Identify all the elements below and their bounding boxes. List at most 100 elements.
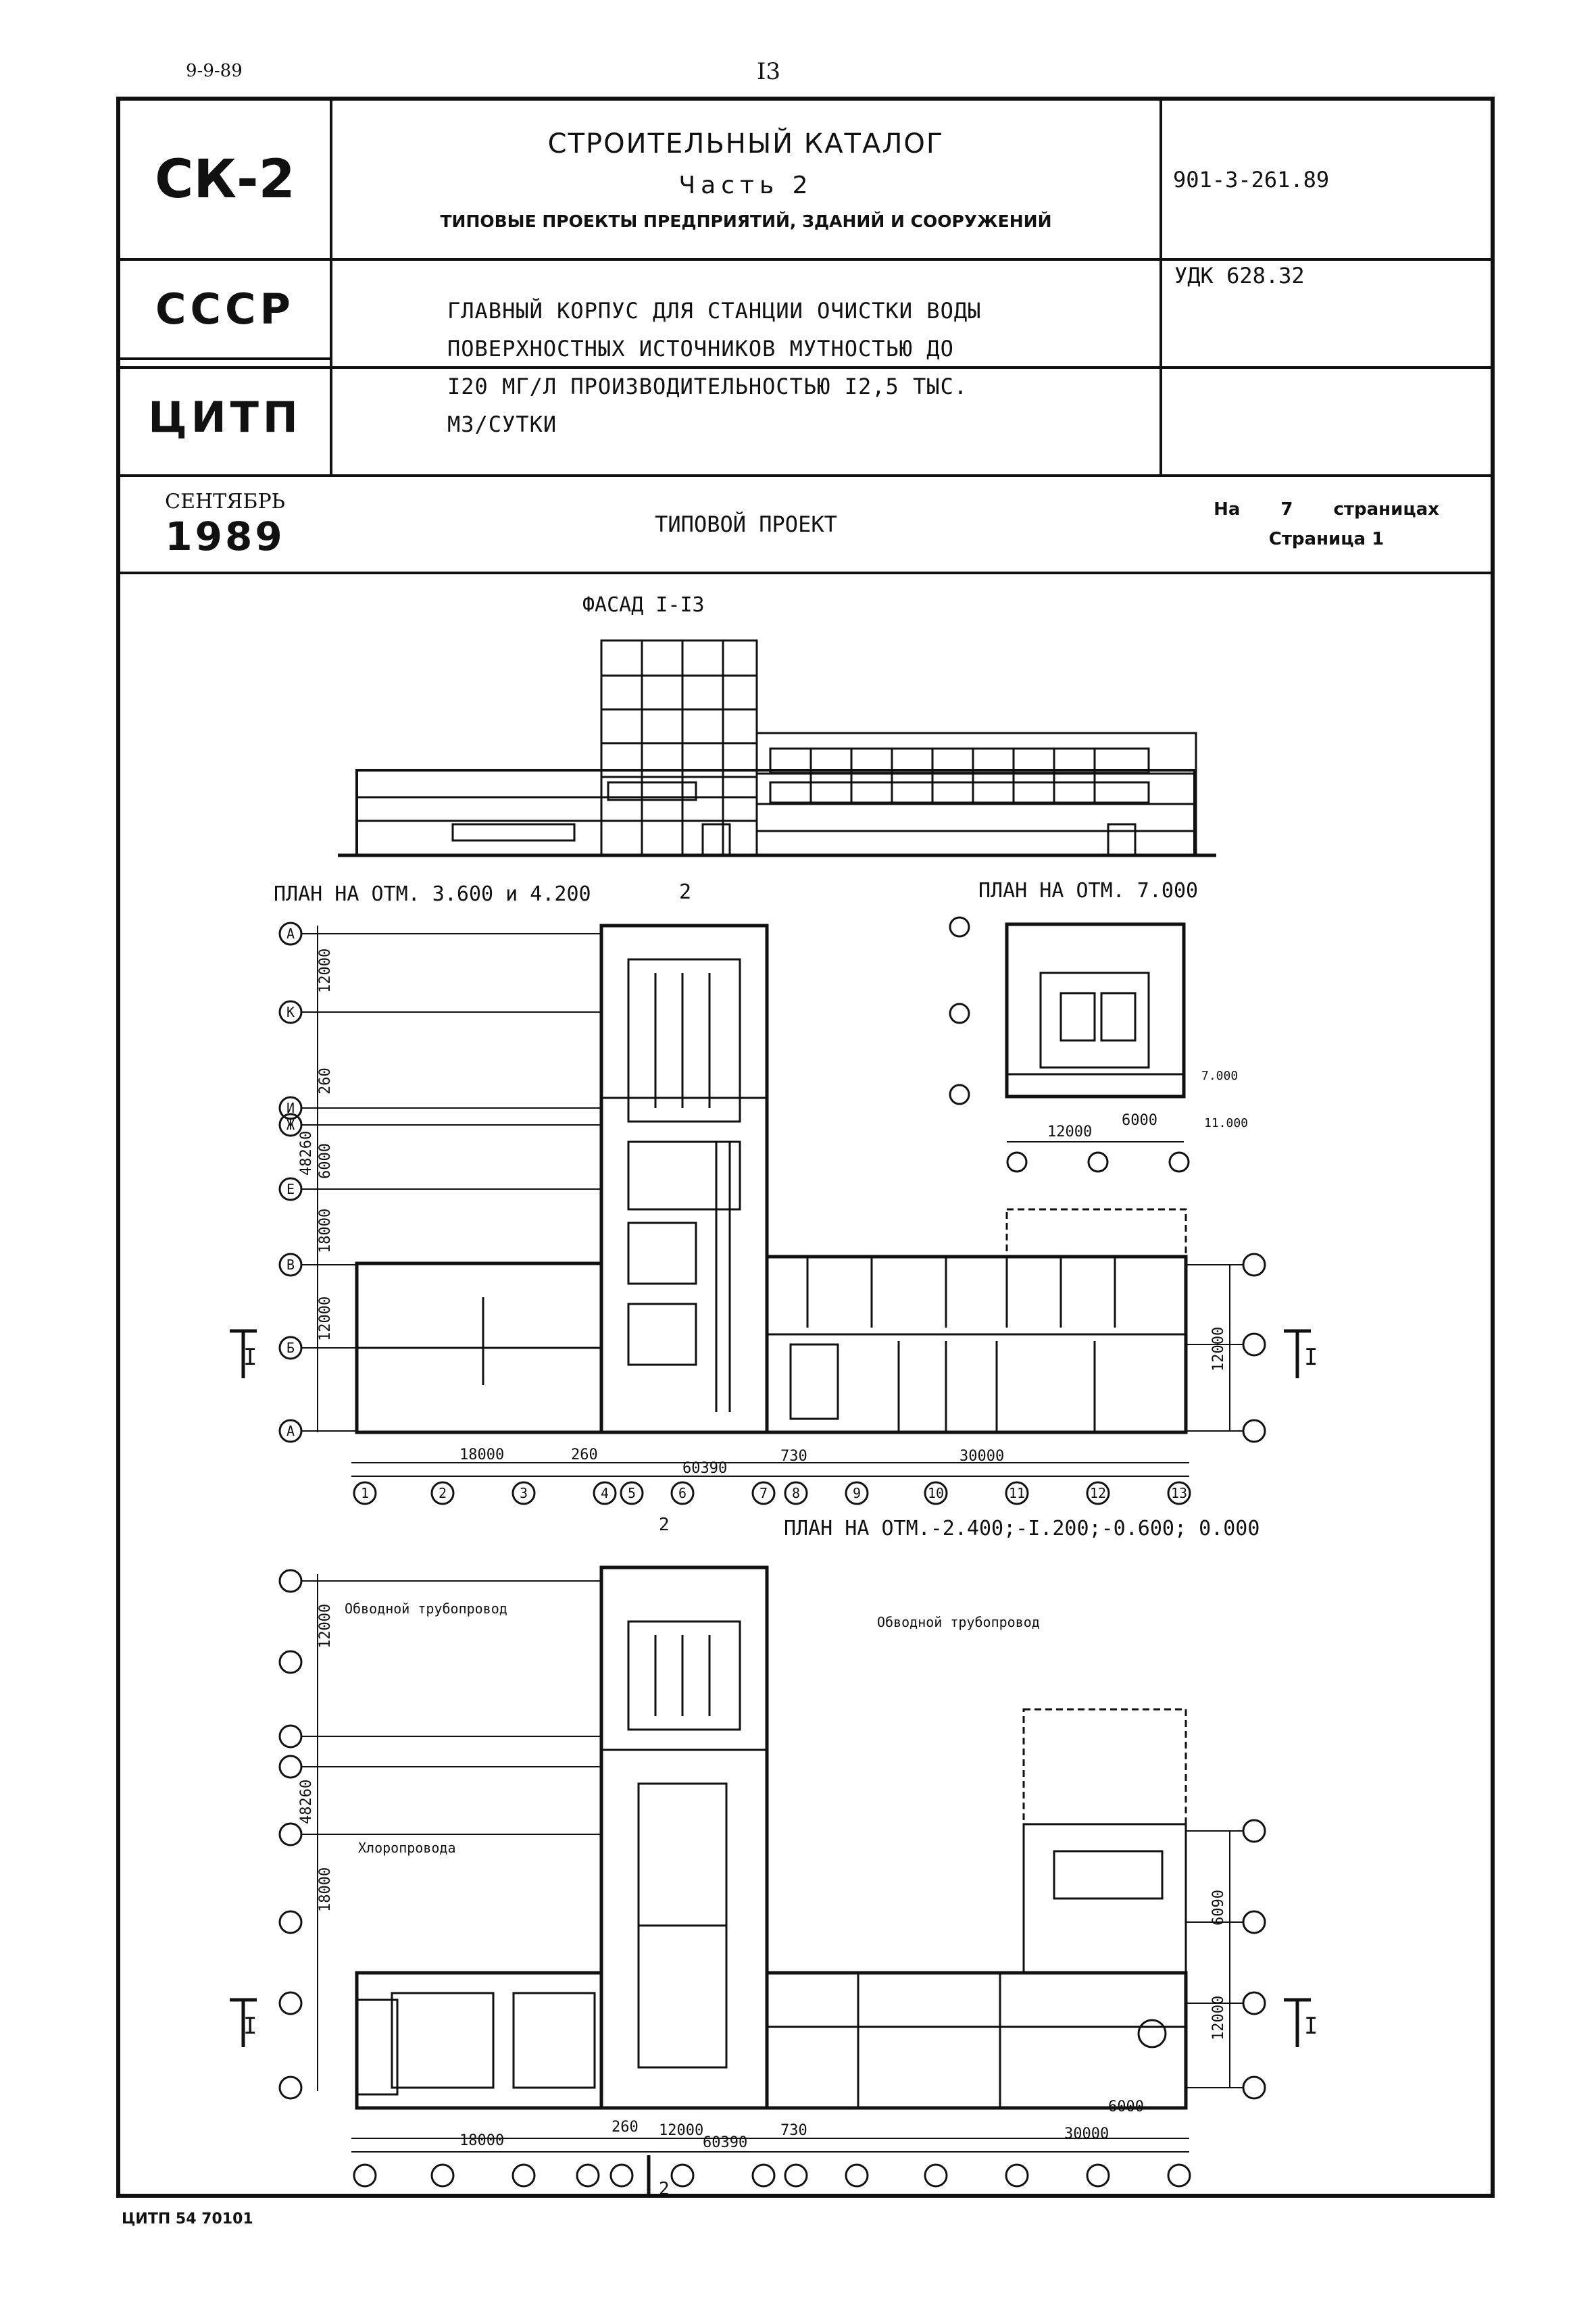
axis-rows-plan-3 (278, 1569, 1266, 2100)
facade-drawing (338, 639, 1216, 857)
page-label: Страница 1 (1268, 529, 1385, 549)
dim-730-lower: 730 (780, 2122, 807, 2139)
axis-label: 12 (1090, 1485, 1106, 1501)
dim-60390-lower: 60390 (703, 2134, 747, 2151)
pages-cell: На 7 страницах Страница 1 (1162, 477, 1491, 572)
axis-label: 3 (520, 1485, 528, 1501)
bypass-right-label: Обводной трубопровод (877, 1614, 1040, 1630)
elev-7000: 7.000 (1201, 1069, 1238, 1083)
axis-label: 4 (601, 1485, 609, 1501)
axis-label: 10 (928, 1485, 944, 1501)
udk: УДК 628.32 (1174, 263, 1305, 288)
footer-code: ЦИТП 54 70101 (122, 2211, 253, 2228)
project-title-line-3: I20 МГ/Л ПРОИЗВОДИТЕЛЬНОСТЬЮ I2,5 ТЫС. (447, 374, 968, 399)
dim-12000-v2: 12000 (317, 1297, 334, 1341)
plan-3-drawing (355, 1565, 1188, 2110)
dim-12000-v-lower: 12000 (317, 1604, 334, 1649)
dim-260-lower: 260 (612, 2119, 639, 2136)
axis-label: 11 (1009, 1485, 1025, 1501)
annotation-texts: Обводной трубопровод Обводной трубопрово… (345, 1601, 1040, 1856)
cut-mark-left-lower: I (243, 2013, 257, 2040)
catalog-logo: СК-2 (155, 149, 295, 210)
dim-12000-v: 12000 (317, 949, 334, 993)
dim-12000-lower: 12000 (659, 2122, 703, 2139)
axis-label: 9 (853, 1485, 861, 1501)
pages-suffix: страницах (1333, 499, 1439, 520)
axis-label: 7 (759, 1485, 768, 1501)
cut-mark-right: I (1304, 1344, 1318, 1371)
axis-label: И (286, 1100, 295, 1116)
axis-label: А (286, 926, 295, 942)
cut-mark-right-lower: I (1304, 2013, 1318, 2040)
dimension-texts: 18000 260 60390 730 30000 18000 260 1200… (243, 1069, 1318, 2151)
axis-rows-plan-1 (278, 922, 1266, 1443)
country: СССР (155, 284, 295, 334)
dim-18000-v: 18000 (317, 1209, 334, 1253)
project-title-line-4: М3/СУТКИ (447, 411, 557, 437)
dim-260: 260 (571, 1447, 598, 1463)
cut-marks (230, 1329, 1311, 2198)
drawing-texts: ФАСАД I-I3 ПЛАН НА ОТМ. 3.600 и 4.200 2 … (274, 593, 1260, 2199)
axis-label: Б (286, 1340, 295, 1356)
dim-18000-lower: 18000 (459, 2132, 504, 2149)
dim-12000-right: 12000 (1210, 1327, 1227, 1372)
axis-labels: А К И Ж Е В Б А 1 2 3 4 5 6 7 8 9 10 11 … (286, 926, 1187, 1501)
tb-line-3 (120, 474, 1491, 477)
year: 1989 (165, 513, 285, 559)
tb-line-2 (120, 366, 1491, 369)
sheet-frame: СК-2 СТРОИТЕЛЬНЫЙ КАТАЛОГ Часть 2 ТИПОВЫ… (116, 97, 1495, 2198)
tb-line-ussr (120, 357, 330, 360)
dim-60390: 60390 (682, 1460, 727, 1477)
axis-label: Е (286, 1181, 295, 1197)
project-title-line-2: ПОВЕРХНОСТНЫХ ИСТОЧНИКОВ МУТНОСТЬЮ ДО (447, 336, 954, 361)
pages-count: 7 (1280, 499, 1293, 520)
page-number: I3 (757, 58, 781, 85)
dim-18000: 18000 (459, 1447, 504, 1463)
dim-18000-v-lower: 18000 (317, 1867, 334, 1912)
project-title-line-1: ГЛАВНЫЙ КОРПУС ДЛЯ СТАНЦИИ ОЧИСТКИ ВОДЫ (447, 298, 982, 324)
catalog-title: СТРОИТЕЛЬНЫЙ КАТАЛОГ (547, 128, 945, 159)
catalog-header: СТРОИТЕЛЬНЫЙ КАТАЛОГ Часть 2 ТИПОВЫЕ ПРО… (332, 101, 1159, 258)
project-code: 901-3-261.89 (1173, 166, 1330, 193)
dim-12000-plan2: 12000 (1047, 1124, 1092, 1140)
date-cell: СЕНТЯБРЬ 1989 (120, 477, 330, 572)
axis-label: 1 (361, 1485, 369, 1501)
vertical-dimension-texts: 12000 260 6000 48260 18000 12000 12000 1… (298, 949, 1227, 2040)
catalog-part: Часть 2 (678, 171, 814, 199)
axis-label: 13 (1171, 1485, 1187, 1501)
plan-1-section: 2 (679, 880, 691, 904)
plan-2-drawing (1005, 922, 1186, 1099)
elev-11000: 11.000 (1204, 1116, 1248, 1130)
dim-48260-v: 48260 (298, 1131, 315, 1176)
bypass-left-label: Обводной трубопровод (345, 1601, 507, 1617)
dim-30000: 30000 (959, 1448, 1004, 1465)
dim-12000-right-lower: 12000 (1210, 1996, 1227, 2040)
axis-label: В (286, 1257, 295, 1273)
dim-730: 730 (780, 1448, 807, 1465)
dim-6000-plan2: 6000 (1122, 1112, 1157, 1129)
plan-3-title: ПЛАН НА ОТМ.-2.400;-I.200;-0.600; 0.000 (784, 1517, 1260, 1540)
section-mark-top: 2 (659, 1515, 670, 1535)
axis-label: 5 (628, 1485, 636, 1501)
dim-6000-v: 6000 (317, 1143, 334, 1179)
tb-bottom-line (120, 572, 1491, 574)
dim-48260-v-lower: 48260 (298, 1780, 315, 1824)
tb-vline-2 (1159, 101, 1162, 477)
axis-label: 6 (678, 1485, 687, 1501)
dim-6090-right: 6090 (1210, 1890, 1227, 1926)
project-title: ГЛАВНЫЙ КОРПУС ДЛЯ СТАНЦИИ ОЧИСТКИ ВОДЫ … (332, 261, 1159, 474)
chlorine-label: Хлоропровода (358, 1840, 456, 1856)
pages-count-row: На 7 страницах (1214, 499, 1439, 520)
axis-label: Ж (286, 1117, 295, 1133)
tb-vline-1 (330, 101, 332, 477)
date-code: 9-9-89 (186, 61, 243, 81)
dim-30000-lower: 30000 (1064, 2126, 1109, 2142)
plan-2-title: ПЛАН НА ОТМ. 7.000 (978, 879, 1198, 903)
axis-label: 8 (792, 1485, 800, 1501)
dim-6000-lower: 6000 (1108, 2098, 1144, 2115)
facade-title: ФАСАД I-I3 (582, 593, 705, 617)
month: СЕНТЯБРЬ (165, 489, 285, 513)
cut-mark-left: I (243, 1344, 257, 1371)
plan-1-title: ПЛАН НА ОТМ. 3.600 и 4.200 (274, 882, 591, 906)
